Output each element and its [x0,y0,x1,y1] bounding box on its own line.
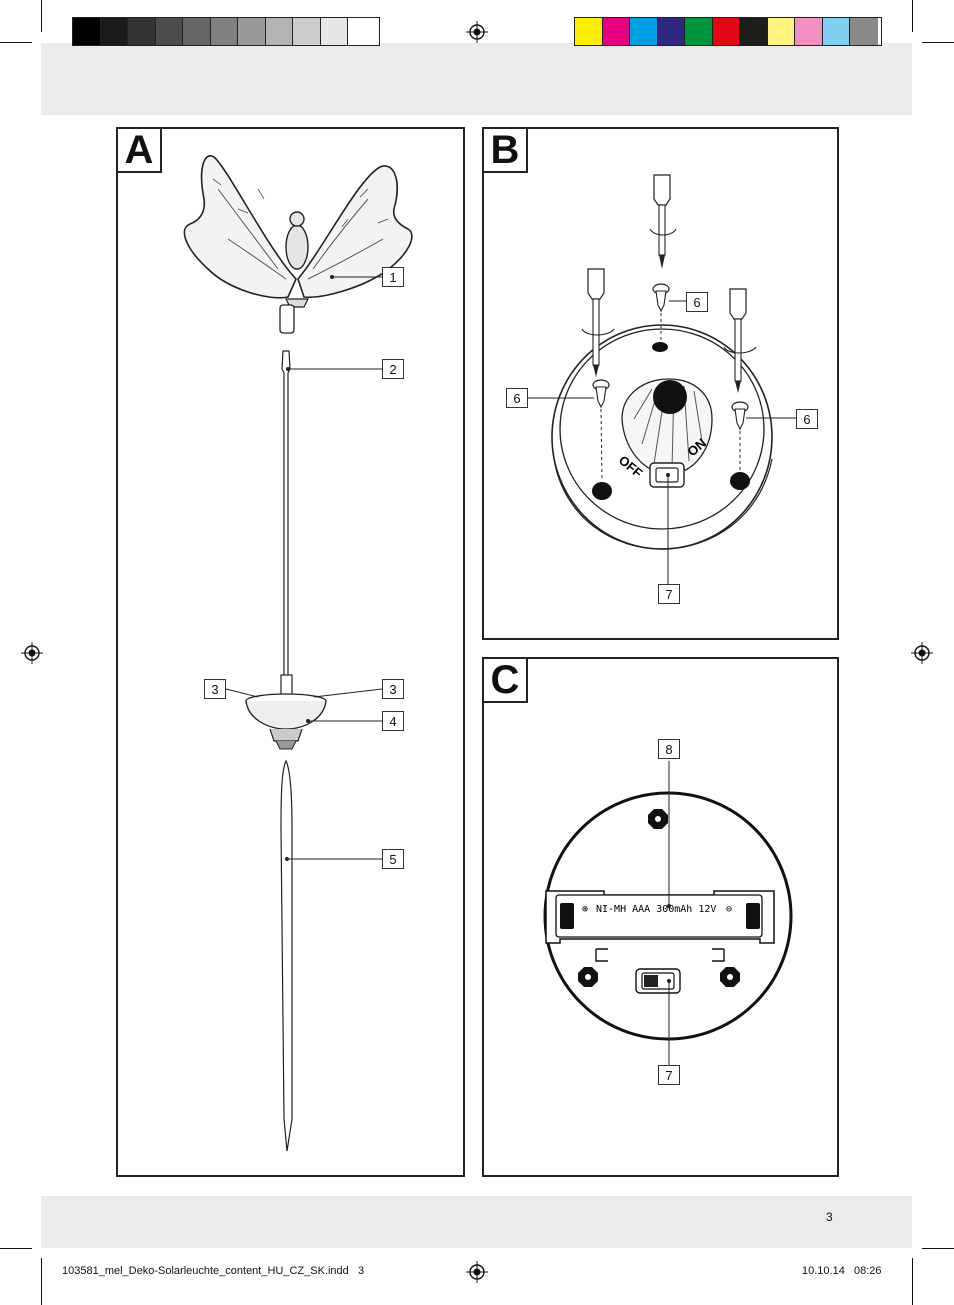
panel-c: ⊕ NI-MH AAA 300mAh 12V ⊖ C 8 7 [482,657,839,1177]
grayscale-swatch [348,18,376,45]
battery-plus-symbol: ⊕ [582,904,588,915]
slug-date-time: 10.10.14 08:26 [802,1265,882,1277]
grayscale-swatch [100,18,128,45]
callout-4: 4 [382,711,404,731]
process-swatch [685,18,713,45]
crop-mark-icon [912,0,913,32]
top-gray-band [41,43,912,115]
grayscale-swatch [183,18,211,45]
callout-6-right: 6 [796,409,818,429]
panel-a-illustration [183,155,413,1152]
grayscale-swatch [155,18,183,45]
crop-mark-icon [0,1248,32,1249]
grayscale-color-bar [72,17,380,46]
callout-3-left: 3 [204,679,226,699]
panel-b-illustration: OFF ON [526,174,796,593]
bottom-gray-band [41,1196,912,1248]
process-swatch [630,18,658,45]
process-swatch [767,18,795,45]
callout-6-top: 6 [686,292,708,312]
screwdriver-center-icon [649,174,677,269]
panel-c-illustration: ⊕ NI-MH AAA 300mAh 12V ⊖ [543,761,793,1065]
grayscale-swatch [210,18,238,45]
panel-letter-a: A [116,127,162,173]
grayscale-swatch [73,18,101,45]
registration-mark-right-icon [911,642,933,664]
process-swatch [602,18,630,45]
callout-8: 8 [658,739,680,759]
callout-6-left: 6 [506,388,528,408]
callout-7-b: 7 [658,584,680,604]
crop-mark-icon [0,42,32,43]
crop-mark-icon [922,42,954,43]
process-color-bar [574,17,882,46]
grayscale-swatch [238,18,266,45]
panel-a: A 1 2 3 3 4 5 [116,127,465,1177]
crop-mark-icon [41,1258,42,1305]
process-swatch [795,18,823,45]
page-number: 3 [826,1210,833,1224]
panel-letter-b: B [482,127,528,173]
crop-mark-icon [912,1258,913,1305]
grayscale-swatch [293,18,321,45]
battery-label: NI-MH AAA 300mAh 12V [596,904,716,915]
process-swatch [850,18,878,45]
screw-icon [592,379,610,409]
callout-5: 5 [382,849,404,869]
grayscale-swatch [265,18,293,45]
callout-2: 2 [382,359,404,379]
crop-mark-icon [922,1248,954,1249]
process-swatch [575,18,603,45]
process-swatch [822,18,850,45]
registration-mark-bottom-icon [466,1261,488,1283]
registration-mark-left-icon [21,642,43,664]
process-swatch [712,18,740,45]
screw-icon [652,283,670,313]
callout-7-c: 7 [658,1065,680,1085]
panel-b: OFF ON [482,127,839,640]
process-swatch [657,18,685,45]
grayscale-swatch [128,18,156,45]
screwdriver-left-icon [581,268,615,377]
process-swatch [740,18,768,45]
callout-3-right: 3 [382,679,404,699]
registration-mark-top-icon [466,21,488,43]
callout-1: 1 [382,267,404,287]
screw-icon [731,401,749,431]
panel-letter-c: C [482,657,528,703]
screwdriver-right-icon [723,288,757,393]
slug-file-name: 103581_mel_Deko-Solarleuchte_content_HU_… [62,1265,365,1277]
crop-mark-icon [41,0,42,32]
battery-minus-symbol: ⊖ [726,904,732,915]
grayscale-swatch [320,18,348,45]
